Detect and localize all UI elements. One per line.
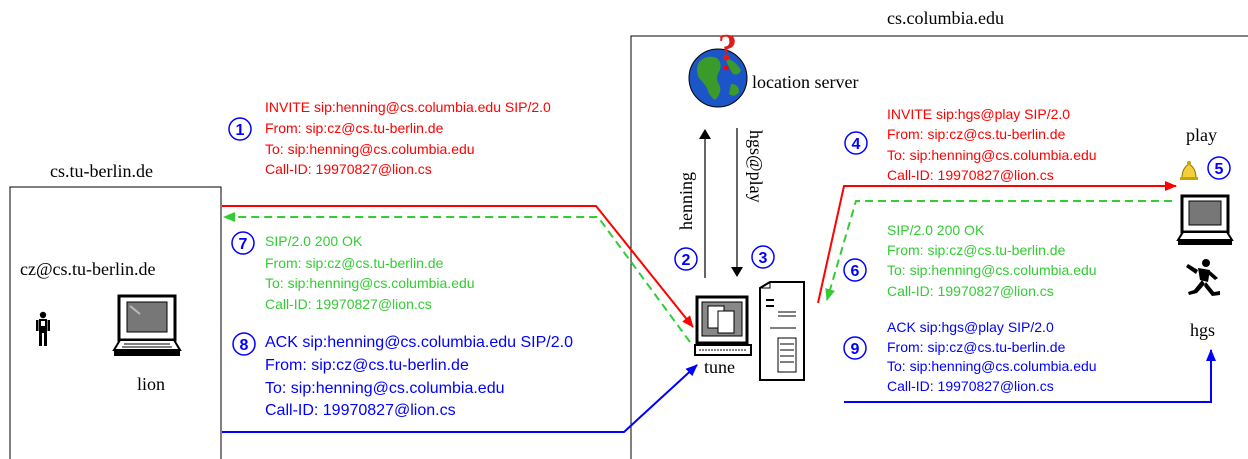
server-tower-icon bbox=[759, 281, 805, 381]
message-line: From: sip:cz@cs.tu-berlin.de bbox=[265, 255, 444, 271]
response-label-hgs-play: hgs@play bbox=[746, 130, 766, 203]
berlin-user-address: cz@cs.tu-berlin.de bbox=[20, 259, 156, 279]
message-line: SIP/2.0 200 OK bbox=[887, 222, 985, 238]
query-label-henning: henning bbox=[676, 172, 696, 230]
step-badge-6: 6 bbox=[843, 258, 867, 282]
invite-arrow-to-play bbox=[817, 181, 1177, 304]
message-line: To: sip:henning@cs.columbia.edu bbox=[887, 262, 1097, 278]
step-badge-3: 3 bbox=[751, 245, 775, 269]
ack-arrow-to-tune bbox=[222, 364, 698, 433]
message-line: Call-ID: 19970827@lion.cs bbox=[887, 378, 1054, 394]
svg-text:5: 5 bbox=[1215, 161, 1224, 178]
message-line: SIP/2.0 200 OK bbox=[265, 233, 363, 249]
host-label-hgs: hgs bbox=[1190, 320, 1215, 340]
message-invite-berlin: INVITE sip:henning@cs.columbia.edu SIP/2… bbox=[265, 99, 551, 177]
ok-arrow-to-tune bbox=[825, 200, 1172, 301]
message-line: From: sip:cz@cs.tu-berlin.de bbox=[265, 120, 444, 136]
svg-text:2: 2 bbox=[682, 252, 691, 269]
globe-location-server-icon bbox=[688, 48, 748, 108]
ack-arrow-to-hgs bbox=[844, 349, 1216, 403]
svg-text:6: 6 bbox=[851, 263, 860, 280]
invite-arrow-to-tune bbox=[222, 205, 694, 328]
step-badge-8: 8 bbox=[232, 332, 256, 356]
domain-label-columbia: cs.columbia.edu bbox=[887, 8, 1004, 28]
message-line: From: sip:cz@cs.tu-berlin.de bbox=[887, 339, 1066, 355]
message-line: Call-ID: 19970827@lion.cs bbox=[265, 296, 432, 312]
svg-text:3: 3 bbox=[759, 250, 768, 267]
person-cz-icon bbox=[36, 311, 50, 346]
step-badge-9: 9 bbox=[843, 336, 867, 360]
bell-icon bbox=[1180, 161, 1198, 180]
message-line: ACK sip:hgs@play SIP/2.0 bbox=[887, 319, 1054, 335]
message-line: From: sip:cz@cs.tu-berlin.de bbox=[265, 357, 469, 374]
message-line: To: sip:henning@cs.columbia.edu bbox=[265, 141, 475, 157]
location-server-label: location server bbox=[752, 72, 858, 92]
message-line: From: sip:cz@cs.tu-berlin.de bbox=[887, 126, 1066, 142]
step-badge-4: 4 bbox=[844, 131, 868, 155]
host-label-tune: tune bbox=[704, 357, 735, 377]
message-line: Call-ID: 19970827@lion.cs bbox=[887, 283, 1054, 299]
message-ok-play: SIP/2.0 200 OK From: sip:cz@cs.tu-berlin… bbox=[887, 222, 1097, 299]
message-ack-play: ACK sip:hgs@play SIP/2.0 From: sip:cz@cs… bbox=[887, 319, 1097, 394]
step-badge-7: 7 bbox=[231, 231, 255, 255]
message-ok-berlin: SIP/2.0 200 OK From: sip:cz@cs.tu-berlin… bbox=[265, 233, 475, 312]
domain-label-berlin: cs.tu-berlin.de bbox=[50, 161, 153, 181]
message-line: INVITE sip:hgs@play SIP/2.0 bbox=[887, 106, 1070, 122]
message-line: To: sip:henning@cs.columbia.edu bbox=[887, 358, 1097, 374]
computer-play-icon bbox=[1176, 194, 1234, 245]
domain-box-columbia bbox=[630, 35, 1248, 459]
workstation-tune-icon bbox=[694, 295, 752, 356]
svg-text:1: 1 bbox=[236, 122, 245, 139]
message-ack-berlin: ACK sip:henning@cs.columbia.edu SIP/2.0 … bbox=[265, 334, 573, 419]
message-invite-play: INVITE sip:hgs@play SIP/2.0 From: sip:cz… bbox=[887, 106, 1097, 183]
svg-text:9: 9 bbox=[851, 341, 860, 358]
domain-box-berlin bbox=[9, 186, 222, 459]
message-line: Call-ID: 19970827@lion.cs bbox=[265, 402, 456, 419]
svg-text:7: 7 bbox=[239, 236, 248, 253]
step-badge-2: 2 bbox=[674, 247, 698, 271]
question-mark-icon: ? bbox=[718, 27, 737, 69]
host-label-play: play bbox=[1186, 125, 1217, 145]
message-line: From: sip:cz@cs.tu-berlin.de bbox=[887, 242, 1066, 258]
step-badge-5: 5 bbox=[1207, 156, 1231, 180]
computer-lion-icon bbox=[112, 294, 182, 356]
person-hgs-running-icon bbox=[1186, 259, 1220, 296]
svg-text:8: 8 bbox=[240, 337, 249, 354]
message-line: To: sip:henning@cs.columbia.edu bbox=[887, 147, 1097, 163]
svg-text:4: 4 bbox=[852, 136, 861, 153]
message-line: Call-ID: 19970827@lion.cs bbox=[887, 167, 1054, 183]
ok-arrow-to-lion bbox=[223, 212, 691, 343]
message-line: Call-ID: 19970827@lion.cs bbox=[265, 161, 432, 177]
step-badge-1: 1 bbox=[228, 117, 252, 141]
message-line: To: sip:henning@cs.columbia.edu bbox=[265, 380, 505, 397]
message-line: ACK sip:henning@cs.columbia.edu SIP/2.0 bbox=[265, 334, 573, 351]
message-line: INVITE sip:henning@cs.columbia.edu SIP/2… bbox=[265, 99, 551, 115]
host-label-lion: lion bbox=[137, 374, 165, 394]
message-line: To: sip:henning@cs.columbia.edu bbox=[265, 275, 475, 291]
